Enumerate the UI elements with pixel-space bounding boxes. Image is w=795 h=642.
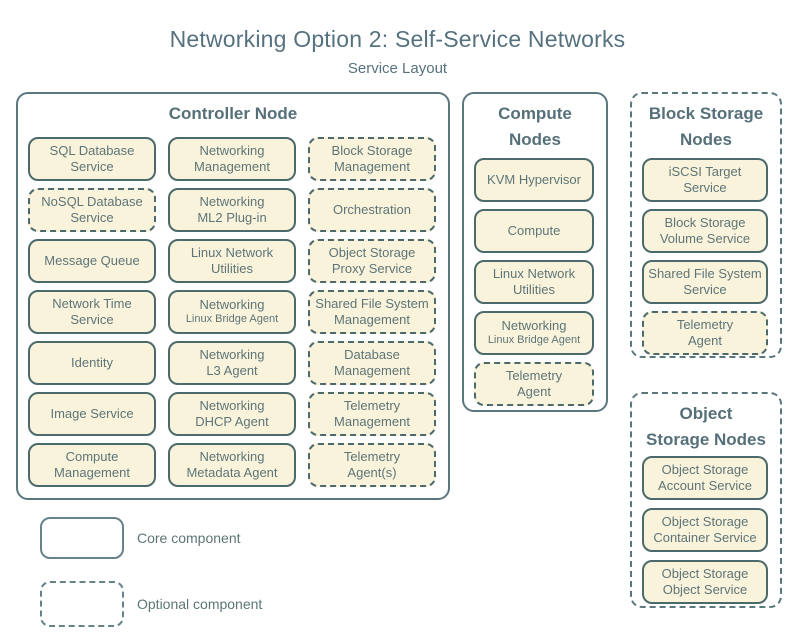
block-storage-nodes-box: Block Storage Nodes iSCSI Target Service… <box>630 92 782 358</box>
service-box: iSCSI Target Service <box>642 158 768 202</box>
legend-core-label: Core component <box>137 530 241 546</box>
service-box: Telemetry Agent(s) <box>308 443 436 487</box>
service-box: SQL Database Service <box>28 137 156 181</box>
service-label: Networking Management <box>194 143 270 174</box>
service-label: Network Time Service <box>52 296 132 327</box>
service-label: Networking DHCP Agent <box>195 398 269 429</box>
service-label: Telemetry Management <box>334 398 410 429</box>
block-storage-nodes-title: Block Storage Nodes <box>648 104 764 149</box>
service-label: Telemetry Agent <box>676 317 734 348</box>
service-label: Object Storage Account Service <box>658 462 752 493</box>
service-label: Networking Metadata Agent <box>186 449 278 480</box>
service-box: Database Management <box>308 341 436 385</box>
service-label: Telemetry Agent <box>505 368 563 399</box>
service-label: Linux Network Utilities <box>190 245 274 276</box>
service-label: Object Storage Container Service <box>653 514 757 545</box>
object-storage-nodes-box: Object Storage Nodes Object Storage Acco… <box>630 392 782 608</box>
service-box: Object Storage Account Service <box>642 456 768 500</box>
service-box: Object Storage Container Service <box>642 508 768 552</box>
service-box: Linux Network Utilities <box>168 239 296 283</box>
service-label: Compute <box>507 223 561 239</box>
service-label: Object Storage Object Service <box>661 566 749 597</box>
service-sublabel: Linux Bridge Agent <box>487 333 581 346</box>
service-box: Block Storage Volume Service <box>642 209 768 253</box>
service-label: Networking <box>501 318 567 334</box>
service-label: Linux Network Utilities <box>492 266 576 297</box>
service-box: Networking Management <box>168 137 296 181</box>
compute-nodes-title: Compute Nodes <box>498 104 572 149</box>
service-box: Compute <box>474 209 594 253</box>
service-label: Message Queue <box>44 253 140 269</box>
service-box: Object Storage Proxy Service <box>308 239 436 283</box>
service-label: Networking ML2 Plug-in <box>197 194 267 225</box>
service-box: Shared File System Management <box>308 290 436 334</box>
service-box: Networking DHCP Agent <box>168 392 296 436</box>
service-box: Compute Management <box>28 443 156 487</box>
controller-services-grid: SQL Database Service Networking Managemen… <box>28 137 436 487</box>
service-label: Shared File System Service <box>648 266 762 297</box>
service-label: Networking L3 Agent <box>199 347 265 378</box>
service-box: Identity <box>28 341 156 385</box>
service-box: Message Queue <box>28 239 156 283</box>
service-sublabel: Linux Bridge Agent <box>185 312 279 325</box>
service-label: Telemetry Agent(s) <box>343 449 401 480</box>
service-label: Networking <box>199 297 265 313</box>
service-box: Shared File System Service <box>642 260 768 304</box>
service-box: NoSQL Database Service <box>28 188 156 232</box>
legend-core-swatch <box>40 517 124 559</box>
service-box: Telemetry Agent <box>474 362 594 406</box>
legend-core: Core component <box>40 517 241 559</box>
service-box: Telemetry Management <box>308 392 436 436</box>
object-storage-nodes-title: Object Storage Nodes <box>646 404 766 449</box>
service-label: Database Management <box>334 347 410 378</box>
service-box: Image Service <box>28 392 156 436</box>
service-label: KVM Hypervisor <box>487 172 581 188</box>
service-label: Image Service <box>50 406 134 422</box>
controller-node-title: Controller Node <box>168 104 298 123</box>
service-label: Block Storage Management <box>331 143 413 174</box>
page-subtitle: Service Layout <box>347 60 448 77</box>
service-box: Linux Network Utilities <box>474 260 594 304</box>
service-label: Identity <box>71 355 113 371</box>
service-box: Telemetry Agent <box>642 311 768 355</box>
service-label: iSCSI Target Service <box>668 164 742 195</box>
service-box: KVM Hypervisor <box>474 158 594 202</box>
service-box: Object Storage Object Service <box>642 560 768 604</box>
service-box: Orchestration <box>308 188 436 232</box>
service-label: Object Storage Proxy Service <box>328 245 416 276</box>
legend-optional: Optional component <box>40 581 262 627</box>
service-box: Networking ML2 Plug-in <box>168 188 296 232</box>
service-label: Shared File System Management <box>315 296 429 327</box>
service-box: Networking L3 Agent <box>168 341 296 385</box>
service-box: Network Time Service <box>28 290 156 334</box>
service-box: Networking Metadata Agent <box>168 443 296 487</box>
service-label: SQL Database Service <box>49 143 135 174</box>
service-label: Compute Management <box>54 449 130 480</box>
page-title: Networking Option 2: Self-Service Networ… <box>169 26 626 52</box>
legend-optional-label: Optional component <box>137 596 263 612</box>
legend-optional-swatch <box>40 581 124 627</box>
service-box: Block Storage Management <box>308 137 436 181</box>
service-label: Block Storage Volume Service <box>659 215 751 246</box>
service-label: Orchestration <box>332 202 412 218</box>
service-label: NoSQL Database Service <box>41 194 143 225</box>
